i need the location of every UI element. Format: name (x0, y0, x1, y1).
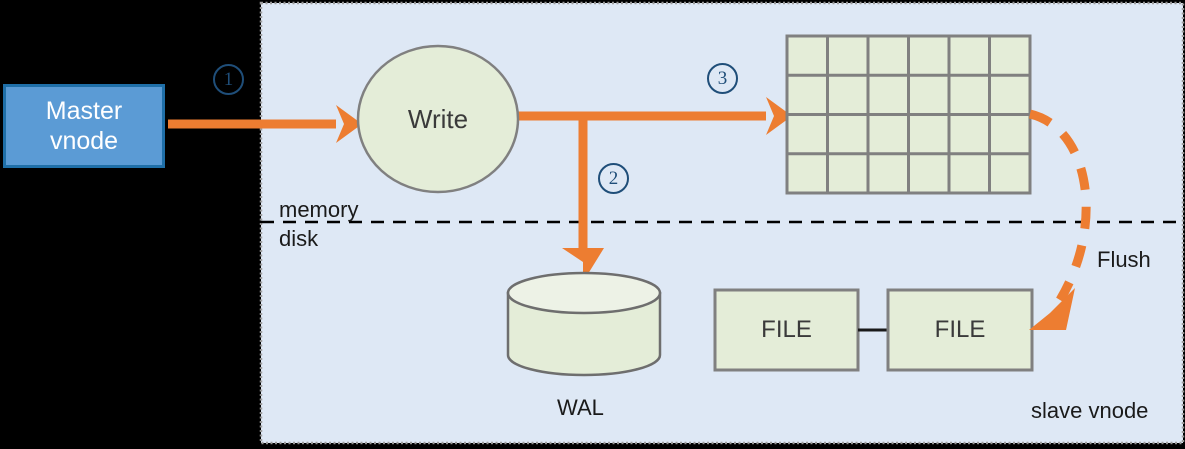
flush-label: Flush (1097, 247, 1151, 272)
arrow-step-1 (168, 105, 362, 143)
memtable-grid (785, 34, 1032, 195)
slave-vnode-label: slave vnode (1031, 398, 1149, 423)
file-block-1 (713, 288, 860, 372)
arrow-step-3 (514, 97, 792, 135)
file-blocks (713, 288, 1034, 372)
disk-label: disk (279, 226, 319, 251)
step-marker-1: 1 (213, 64, 244, 95)
step-marker-2: 2 (598, 163, 629, 194)
wal-label: WAL (557, 395, 604, 420)
wal-cylinder (506, 271, 662, 377)
write-circle (356, 44, 520, 194)
file-block-2-label: FILE (934, 316, 986, 343)
arrow-step-2 (562, 116, 604, 282)
file-block-1-label: FILE (761, 316, 812, 343)
master-vnode-label-line1: Master (45, 96, 123, 125)
step-marker-3: 3 (707, 63, 738, 94)
flush-arrow (1028, 109, 1091, 330)
write-circle-label: Write (407, 103, 469, 134)
memory-label: memory (279, 197, 359, 222)
master-vnode-label-line2: vnode (49, 127, 119, 155)
file-block-2 (886, 288, 1034, 372)
master-vnode-box[interactable]: Master vnode (3, 84, 165, 168)
